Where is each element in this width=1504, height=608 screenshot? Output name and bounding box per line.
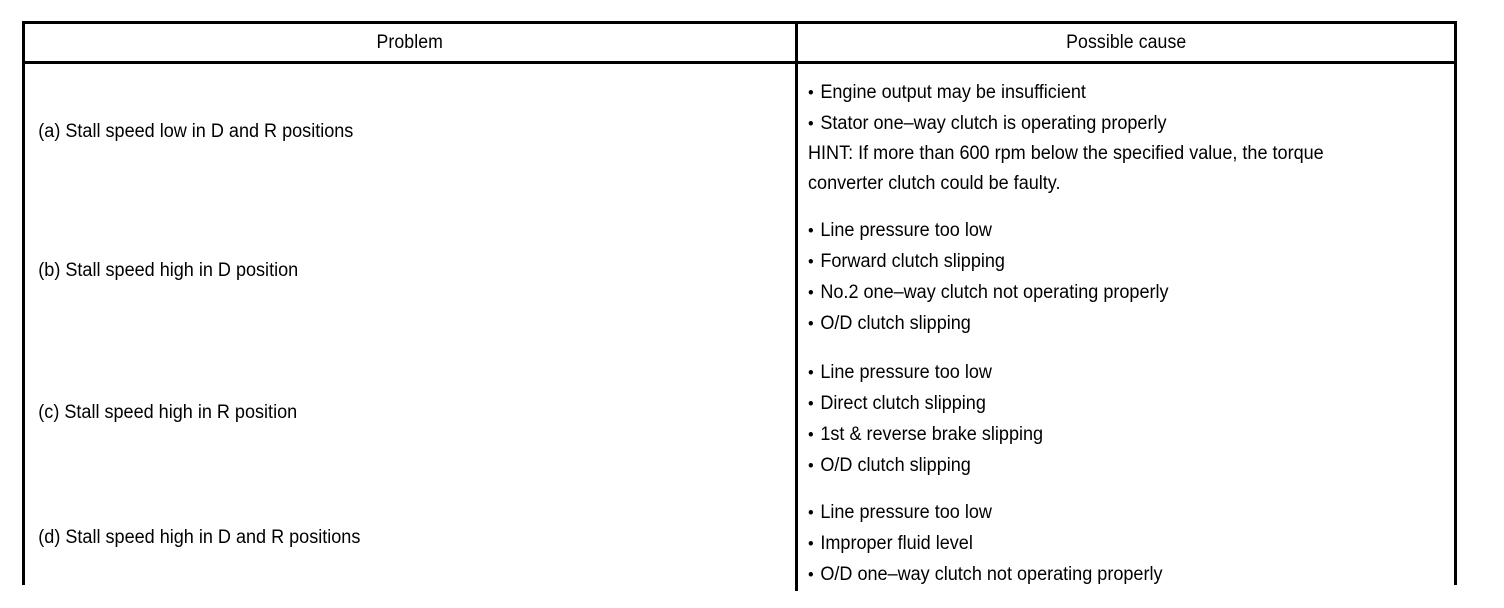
cause-text: HINT: If more than 600 rpm below the spe… <box>807 143 1324 164</box>
cause-list-a: • Engine output may be insufficient • Stat… <box>798 65 1455 199</box>
bullet-icon: • <box>807 565 814 584</box>
bullet-icon: • <box>807 424 814 444</box>
cause-text: Line pressure too low <box>819 361 992 383</box>
cause-list-c: •Line pressure too low •Direct clutch sl… <box>798 345 1455 481</box>
cause-text: 1st & reverse brake slipping <box>819 423 1043 445</box>
cause-text: Engine output may be insufficient <box>819 82 1086 103</box>
cause-hint-line: HINT: If more than 600 rpm below the spe… <box>808 139 1413 169</box>
cause-item: • Improper fluid level <box>808 528 1413 559</box>
bullet-icon: • <box>807 251 814 271</box>
cause-item: • Stator one–way clutch is operating prop… <box>808 108 1413 139</box>
bullet-icon: • <box>807 393 814 413</box>
table-row: (b) Stall speed high in D position •Line… <box>25 200 1454 341</box>
bullet-icon: • <box>807 83 814 102</box>
cause-item: •Direct clutch slipping <box>808 388 1413 419</box>
cause-text: Forward clutch slipping <box>819 250 1005 272</box>
troubleshooting-table: Problem Possible cause (a) Stall speed l… <box>25 24 1454 591</box>
cause-cell-c: •Line pressure too low •Direct clutch sl… <box>796 341 1454 484</box>
bullet-icon: • <box>807 503 814 522</box>
cause-text: Direct clutch slipping <box>819 392 986 414</box>
cause-item: • Engine output may be insufficient <box>808 77 1413 108</box>
cause-text: Line pressure too low <box>819 219 992 241</box>
column-header-possible-cause-label: Possible cause <box>1065 31 1186 53</box>
problem-text-a: (a) Stall speed low in D and R positions <box>38 121 354 142</box>
bullet-icon: • <box>807 220 814 240</box>
problem-cell-b: (b) Stall speed high in D position <box>25 200 798 341</box>
cause-item: •No.2 one–way clutch not operating prope… <box>808 277 1413 308</box>
cause-cell-a: • Engine output may be insufficient • Stat… <box>796 62 1455 200</box>
table-body: (a) Stall speed low in D and R positions… <box>25 62 1455 591</box>
cause-text: Line pressure too low <box>819 502 992 523</box>
cause-cell-b: •Line pressure too low •Forward clutch s… <box>796 200 1454 341</box>
header-row: Problem Possible cause <box>25 24 1454 64</box>
column-header-problem: Problem <box>25 24 798 64</box>
table-row: (c) Stall speed high in R position •Line… <box>25 341 1454 484</box>
cause-item: •O/D clutch slipping <box>808 308 1413 339</box>
cause-text: converter clutch could be faulty. <box>807 173 1061 194</box>
bullet-icon: • <box>807 455 814 475</box>
cause-text: Stator one–way clutch is operating prope… <box>819 113 1167 134</box>
cause-item: •O/D clutch slipping <box>808 450 1413 481</box>
problem-cell-d: (d) Stall speed high in D and R position… <box>25 484 798 591</box>
bullet-icon: • <box>807 362 814 382</box>
cause-item: •Line pressure too low <box>808 357 1413 388</box>
cause-text: O/D clutch slipping <box>819 454 971 476</box>
column-header-problem-label: Problem <box>376 31 443 53</box>
cause-text: Improper fluid level <box>819 533 973 554</box>
cause-text: No.2 one–way clutch not operating proper… <box>819 281 1169 303</box>
cause-hint-line: converter clutch could be faulty. <box>808 169 1413 199</box>
column-header-possible-cause: Possible cause <box>796 24 1454 64</box>
cause-text: O/D one–way clutch not operating properl… <box>819 564 1162 585</box>
problem-cell-c: (c) Stall speed high in R position <box>25 341 798 484</box>
cause-item: • O/D one–way clutch not operating proper… <box>808 559 1413 590</box>
cause-item: •Forward clutch slipping <box>808 246 1413 277</box>
cause-item: • Line pressure too low <box>808 497 1413 528</box>
bullet-icon: • <box>807 114 814 133</box>
problem-text-d: (d) Stall speed high in D and R position… <box>38 526 361 548</box>
table-row: (a) Stall speed low in D and R positions… <box>25 62 1455 200</box>
cause-list-d: • Line pressure too low • Improper fluid l… <box>798 485 1455 590</box>
cause-cell-d: • Line pressure too low • Improper fluid l… <box>796 484 1454 591</box>
problem-text-b: (b) Stall speed high in D position <box>38 259 299 281</box>
bullet-icon: • <box>807 313 814 333</box>
troubleshooting-table-container: Problem Possible cause (a) Stall speed l… <box>22 21 1457 591</box>
bullet-icon: • <box>807 534 814 553</box>
problem-cell-a: (a) Stall speed low in D and R positions <box>25 62 798 200</box>
cause-item: •1st & reverse brake slipping <box>808 419 1413 450</box>
cause-list-b: •Line pressure too low •Forward clutch s… <box>798 203 1455 339</box>
table-row: (d) Stall speed high in D and R position… <box>25 484 1454 591</box>
table-header: Problem Possible cause <box>25 24 1454 64</box>
cause-text: O/D clutch slipping <box>819 312 971 334</box>
cause-item: •Line pressure too low <box>808 215 1413 246</box>
problem-text-c: (c) Stall speed high in R position <box>38 401 298 423</box>
bullet-icon: • <box>807 282 814 302</box>
